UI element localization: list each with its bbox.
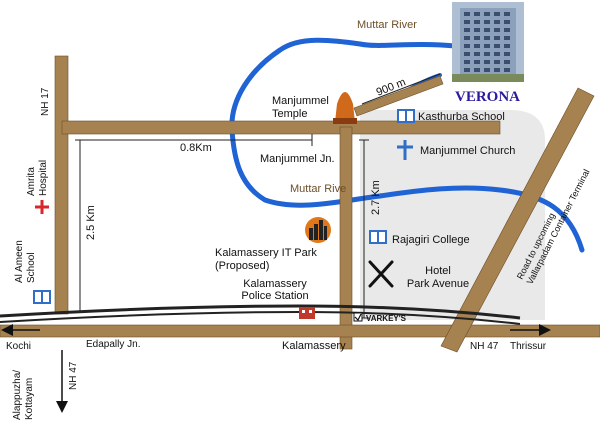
varkeys-checkbox	[353, 312, 363, 322]
label-verona: VERONA	[455, 89, 520, 105]
label-alappuzha-kottayam: Alappuzha/Kottayam	[12, 370, 35, 420]
label-rajagiri-college: Rajagiri College	[392, 234, 470, 246]
label-muttar-river-mid: Muttar Rive	[290, 183, 346, 195]
school-icon-rajagiri	[369, 230, 387, 244]
railway	[0, 304, 521, 325]
label-nh47-left: NH 47	[68, 361, 79, 390]
label-varkeys: VARKEY'S	[366, 314, 407, 323]
school-icon-kasthurba	[397, 109, 415, 123]
label-manjummel-church: Manjummel Church	[420, 145, 515, 157]
road-nh17	[54, 55, 69, 315]
label-amrita-hospital: AmritaHospital	[26, 160, 49, 196]
label-kalamassery: Kalamassery	[282, 340, 346, 352]
road-900m-link	[353, 75, 444, 117]
label-thrissur: Thrissur	[510, 341, 547, 352]
label-manjummel-jn: Manjummel Jn.	[260, 153, 335, 165]
label-nh47-right: NH 47	[470, 341, 499, 352]
road-container-terminal	[440, 87, 595, 353]
label-dist-08km: 0.8Km	[180, 142, 212, 154]
distance-markers	[75, 73, 441, 319]
muttar-river	[229, 37, 585, 253]
label-edapally-jn: Edapally Jn.	[86, 339, 140, 350]
temple-icon	[333, 92, 357, 124]
label-kochi: Kochi	[6, 341, 31, 352]
label-nh17: NH 17	[40, 87, 51, 116]
label-al-ameen-school: Al AmeenSchool	[14, 240, 37, 283]
label-kasthurba-school: Kasthurba School	[418, 111, 505, 123]
direction-arrows	[1, 324, 551, 413]
label-dist-27km: 2.7 Km	[370, 180, 382, 215]
road-manjummel	[61, 120, 501, 135]
road-nh47	[0, 324, 600, 338]
label-dist-25km: 2.5 Km	[85, 205, 97, 240]
school-icon-al-ameen	[33, 290, 51, 304]
road-north-south	[339, 126, 353, 350]
church-icon	[397, 140, 413, 160]
roads	[0, 55, 600, 353]
label-muttar-river-top: Muttar River	[357, 19, 417, 31]
police-station-icon	[299, 307, 315, 319]
hotel-icon	[368, 260, 394, 288]
verona-building	[452, 2, 524, 82]
it-park-icon	[305, 217, 331, 243]
hospital-icon	[35, 200, 49, 214]
label-it-park: Kalamassery IT Park(Proposed)	[215, 247, 317, 272]
